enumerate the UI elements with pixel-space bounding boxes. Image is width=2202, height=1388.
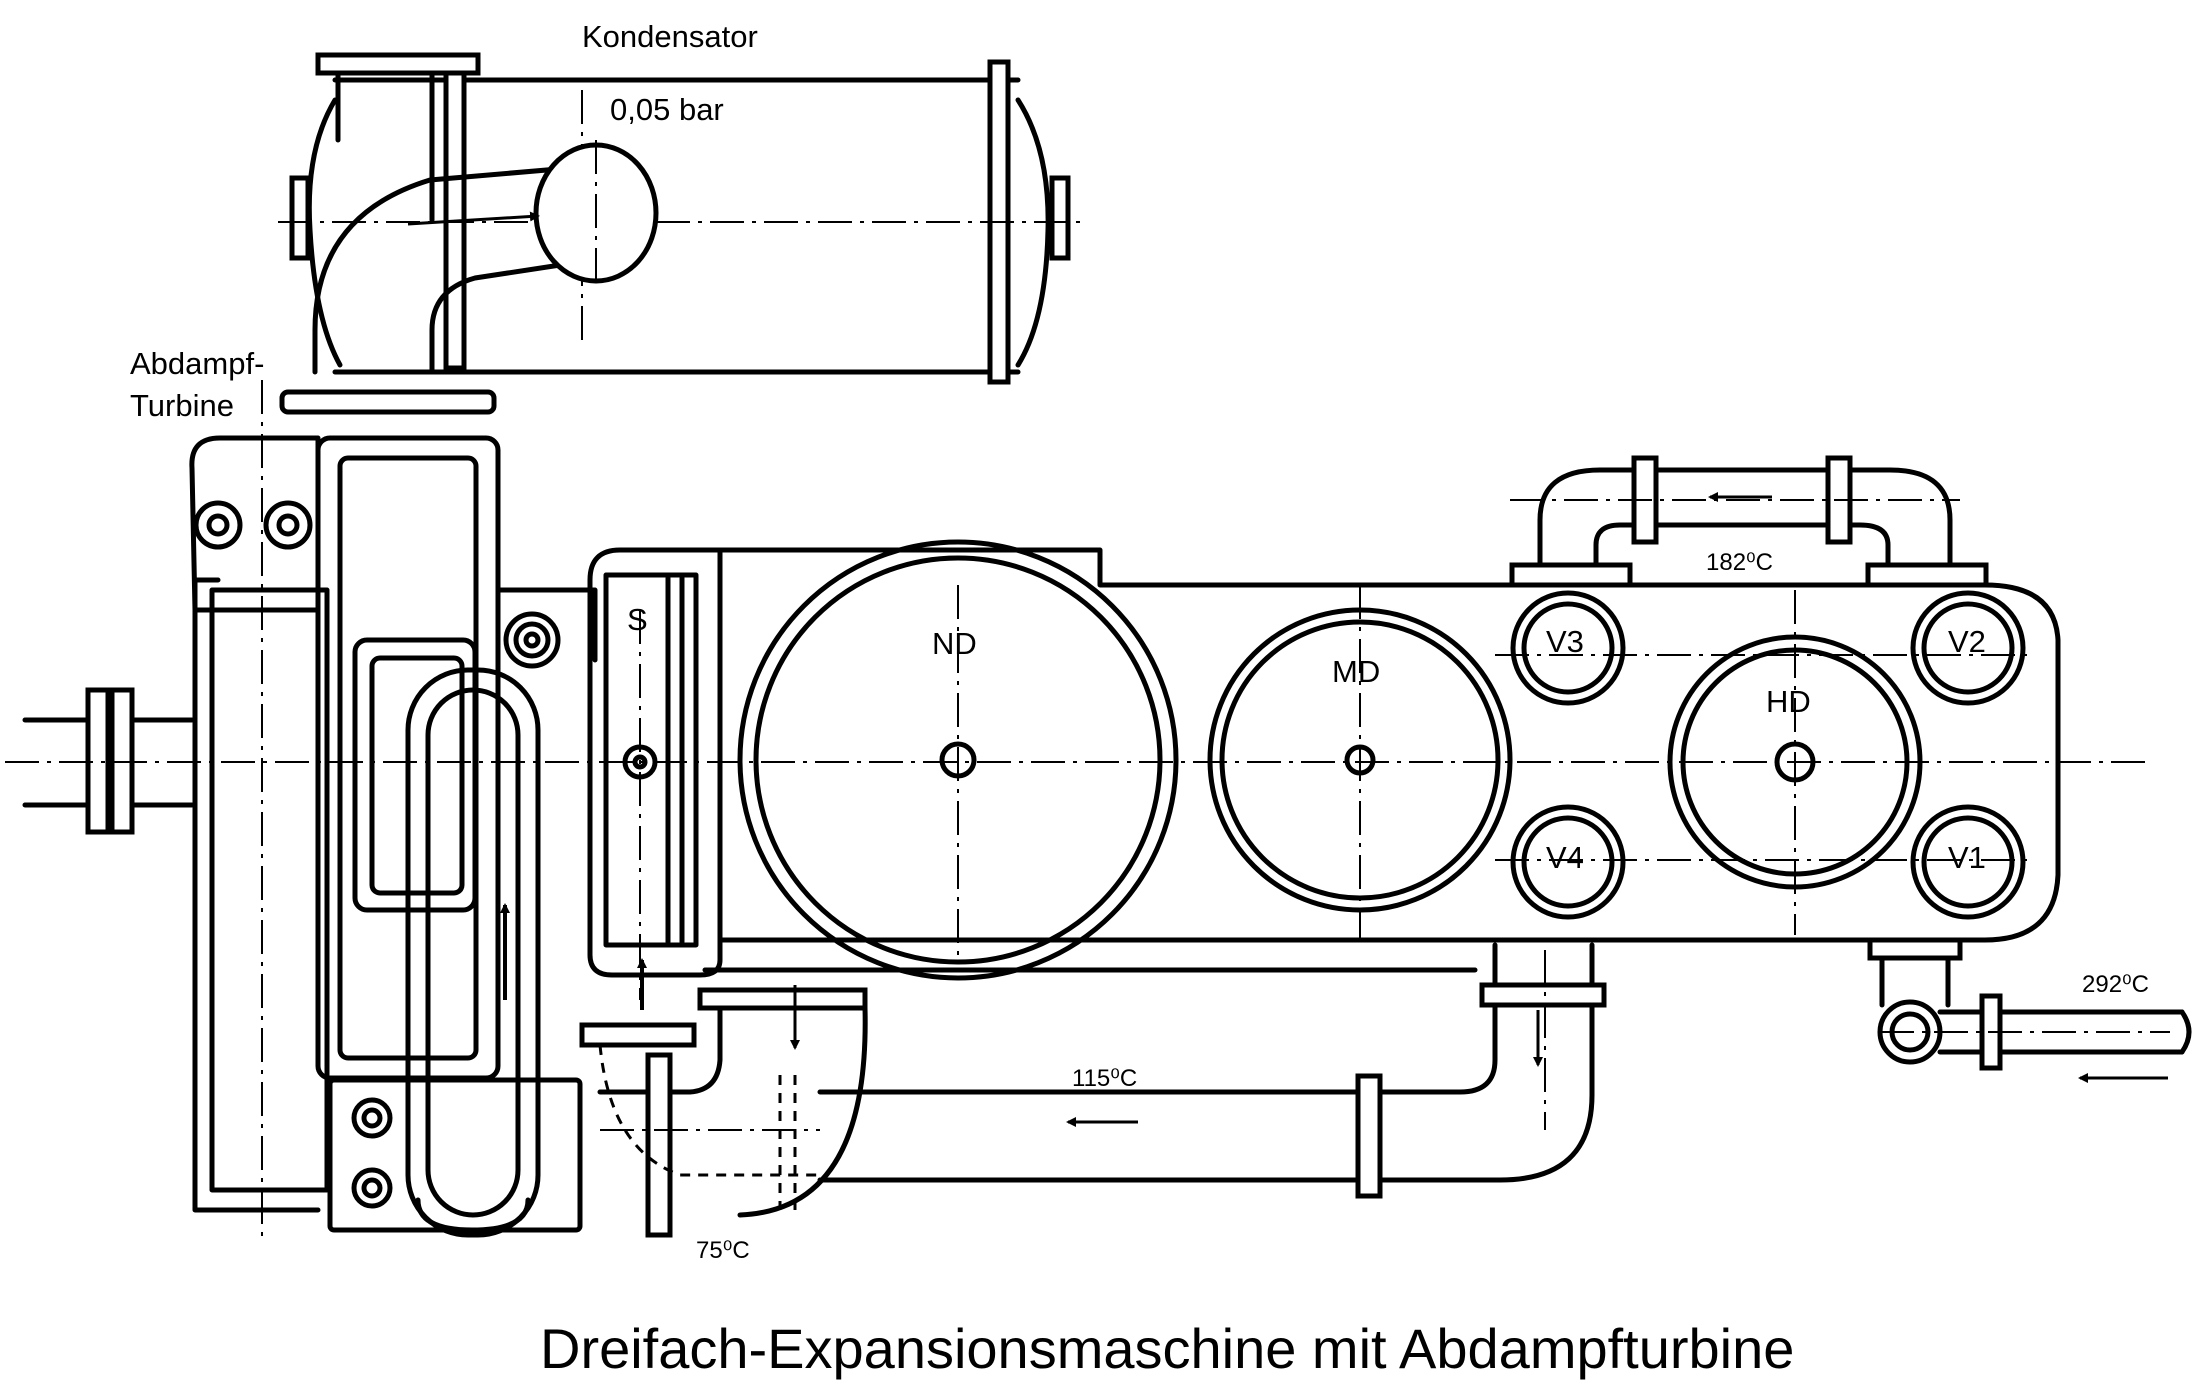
- turbine-exhaust-pipe: [312, 140, 659, 375]
- condenser-label: Kondensator: [582, 19, 758, 54]
- valve-v3-label: V3: [1546, 624, 1584, 659]
- exhaust-return-pipe: [579, 942, 1607, 1238]
- valve-v4-label: V4: [1546, 840, 1584, 875]
- md-cylinder-label: MD: [1332, 654, 1380, 689]
- temp-exhaust-label: 115⁰C: [1072, 1065, 1137, 1092]
- temp-crossover-label: 182⁰C: [1706, 549, 1773, 576]
- turbine-label-line1: Abdampf-: [130, 346, 264, 381]
- temp-turbine-feed-label: 75⁰C: [696, 1237, 750, 1264]
- exhaust-turbine: [5, 380, 2150, 1240]
- turbine-label-line2: Turbine: [130, 388, 234, 423]
- engine-housing: [702, 539, 2061, 981]
- steam-inlet-pipe: [1867, 937, 2192, 1083]
- diagram-caption: Dreifach-Expansionsmaschine mit Abdampft…: [540, 1317, 1794, 1380]
- slide-valve-label: S: [627, 602, 648, 637]
- hd-cylinder-label: HD: [1766, 684, 1811, 719]
- condenser-pressure-label: 0,05 bar: [610, 92, 724, 127]
- nd-cylinder-label: ND: [932, 626, 977, 661]
- temp-inlet-label: 292⁰C: [2082, 971, 2149, 998]
- hd-md-crossover-pipe: [1509, 455, 1989, 588]
- valve-v2-label: V2: [1948, 624, 1986, 659]
- condenser: [278, 52, 1080, 385]
- slide-valve: [587, 547, 723, 1010]
- diagram-labels: Kondensator 0,05 bar Abdampf- Turbine S …: [130, 19, 2149, 1380]
- valve-v1-label: V1: [1948, 840, 1986, 875]
